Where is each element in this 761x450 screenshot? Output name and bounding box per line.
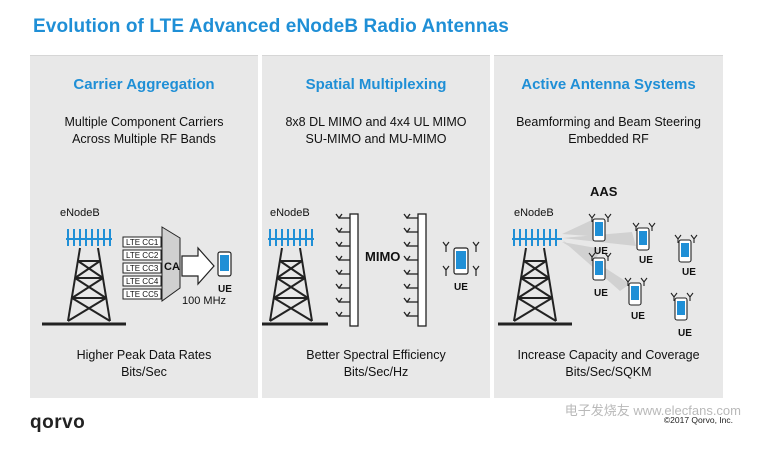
panel-subtitle: Beamforming and Beam Steering Embedded R… <box>494 114 723 148</box>
subtitle-line-2: SU-MIMO and MU-MIMO <box>305 132 447 146</box>
tower-icon <box>498 247 572 326</box>
ue-label: UE <box>454 282 468 293</box>
copyright-notice: ©2017 Qorvo, Inc. <box>663 415 733 425</box>
spatial-multiplexing-diagram: eNodeB MIMO <box>262 207 480 327</box>
qorvo-logo: qorvo <box>30 412 86 433</box>
bandwidth-label: 100 MHz <box>182 295 226 307</box>
panel-subtitle: Multiple Component Carriers Across Multi… <box>30 114 258 148</box>
mimo-label: MIMO <box>365 249 400 264</box>
carrier-list: LTE CC1 LTE CC2 LTE CC3 LTE CC4 LTE CC5 <box>122 236 162 300</box>
carrier-label: LTE CC3 <box>126 264 159 273</box>
ue-antennas-icon <box>442 241 480 276</box>
enodeb-label: eNodeB <box>514 207 554 219</box>
carrier-aggregation-diagram: eNodeB LTE CC1 LTE CC2 <box>42 207 232 326</box>
benefit-line-2: Bits/Sec <box>121 365 167 379</box>
carrier-label: LTE CC2 <box>126 251 159 260</box>
ue-device-icon <box>632 222 656 251</box>
aggregation-funnel-icon <box>161 226 181 302</box>
benefit-line-1: Better Spectral Efficiency <box>306 348 446 362</box>
panel-benefit: Increase Capacity and Coverage Bits/Sec/… <box>494 347 723 381</box>
active-antenna-diagram: eNodeB AAS <box>498 184 698 339</box>
ue-label: UE <box>218 284 232 295</box>
ue-device-icon <box>624 277 648 306</box>
panel-active-antenna-systems: Active Antenna Systems Beamforming and B… <box>494 55 723 398</box>
ca-label: CA <box>164 261 180 273</box>
arrow-right-icon <box>181 246 215 286</box>
rx-antenna-column-icon <box>403 213 427 327</box>
ue-device-icon <box>588 213 612 242</box>
ue-label: UE <box>594 246 608 257</box>
phone-icon <box>453 247 469 275</box>
subtitle-line-2: Embedded RF <box>568 132 649 146</box>
ue-label: UE <box>631 311 645 322</box>
watermark: 电子发烧友 www.elecfans.com <box>564 403 741 418</box>
subtitle-line-2: Across Multiple RF Bands <box>72 132 216 146</box>
benefit-line-2: Bits/Sec/SQKM <box>565 365 652 379</box>
antenna-array-icon <box>268 229 314 246</box>
aas-label: AAS <box>590 184 618 199</box>
ue-device-icon <box>588 252 612 281</box>
ue-label: UE <box>594 288 608 299</box>
panel-benefit: Higher Peak Data Rates Bits/Sec <box>30 347 258 381</box>
antenna-array-icon <box>512 229 562 246</box>
tower-icon <box>42 247 126 326</box>
panel-title: Spatial Multiplexing <box>305 76 447 93</box>
panel-title: Active Antenna Systems <box>521 76 696 93</box>
phone-icon <box>217 251 232 277</box>
tx-antenna-column-icon <box>335 213 359 327</box>
ue-device-icon <box>674 234 698 263</box>
tower-icon <box>262 247 328 326</box>
ue-label: UE <box>682 267 696 278</box>
antenna-array-icon <box>66 229 112 246</box>
enodeb-label: eNodeB <box>270 207 310 219</box>
carrier-label: LTE CC5 <box>126 290 159 299</box>
subtitle-line-1: Beamforming and Beam Steering <box>516 115 701 129</box>
ue-label: UE <box>678 328 692 339</box>
benefit-line-1: Higher Peak Data Rates <box>76 348 212 362</box>
subtitle-line-1: 8x8 DL MIMO and 4x4 UL MIMO <box>285 115 467 129</box>
ue-device-icon <box>670 292 694 321</box>
panel-spatial-multiplexing: Spatial Multiplexing 8x8 DL MIMO and 4x4… <box>262 55 490 398</box>
panel-title: Carrier Aggregation <box>73 76 215 93</box>
carrier-label: LTE CC4 <box>126 277 159 286</box>
page-title: Evolution of LTE Advanced eNodeB Radio A… <box>33 16 509 37</box>
carrier-label: LTE CC1 <box>126 238 159 247</box>
ue-label: UE <box>639 255 653 266</box>
benefit-line-2: Bits/Sec/Hz <box>343 365 409 379</box>
panel-carrier-aggregation: Carrier Aggregation Multiple Component C… <box>30 55 258 398</box>
benefit-line-1: Increase Capacity and Coverage <box>517 348 700 362</box>
panel-subtitle: 8x8 DL MIMO and 4x4 UL MIMO SU-MIMO and … <box>262 114 490 148</box>
panel-benefit: Better Spectral Efficiency Bits/Sec/Hz <box>262 347 490 381</box>
enodeb-label: eNodeB <box>60 207 100 219</box>
subtitle-line-1: Multiple Component Carriers <box>64 115 224 129</box>
